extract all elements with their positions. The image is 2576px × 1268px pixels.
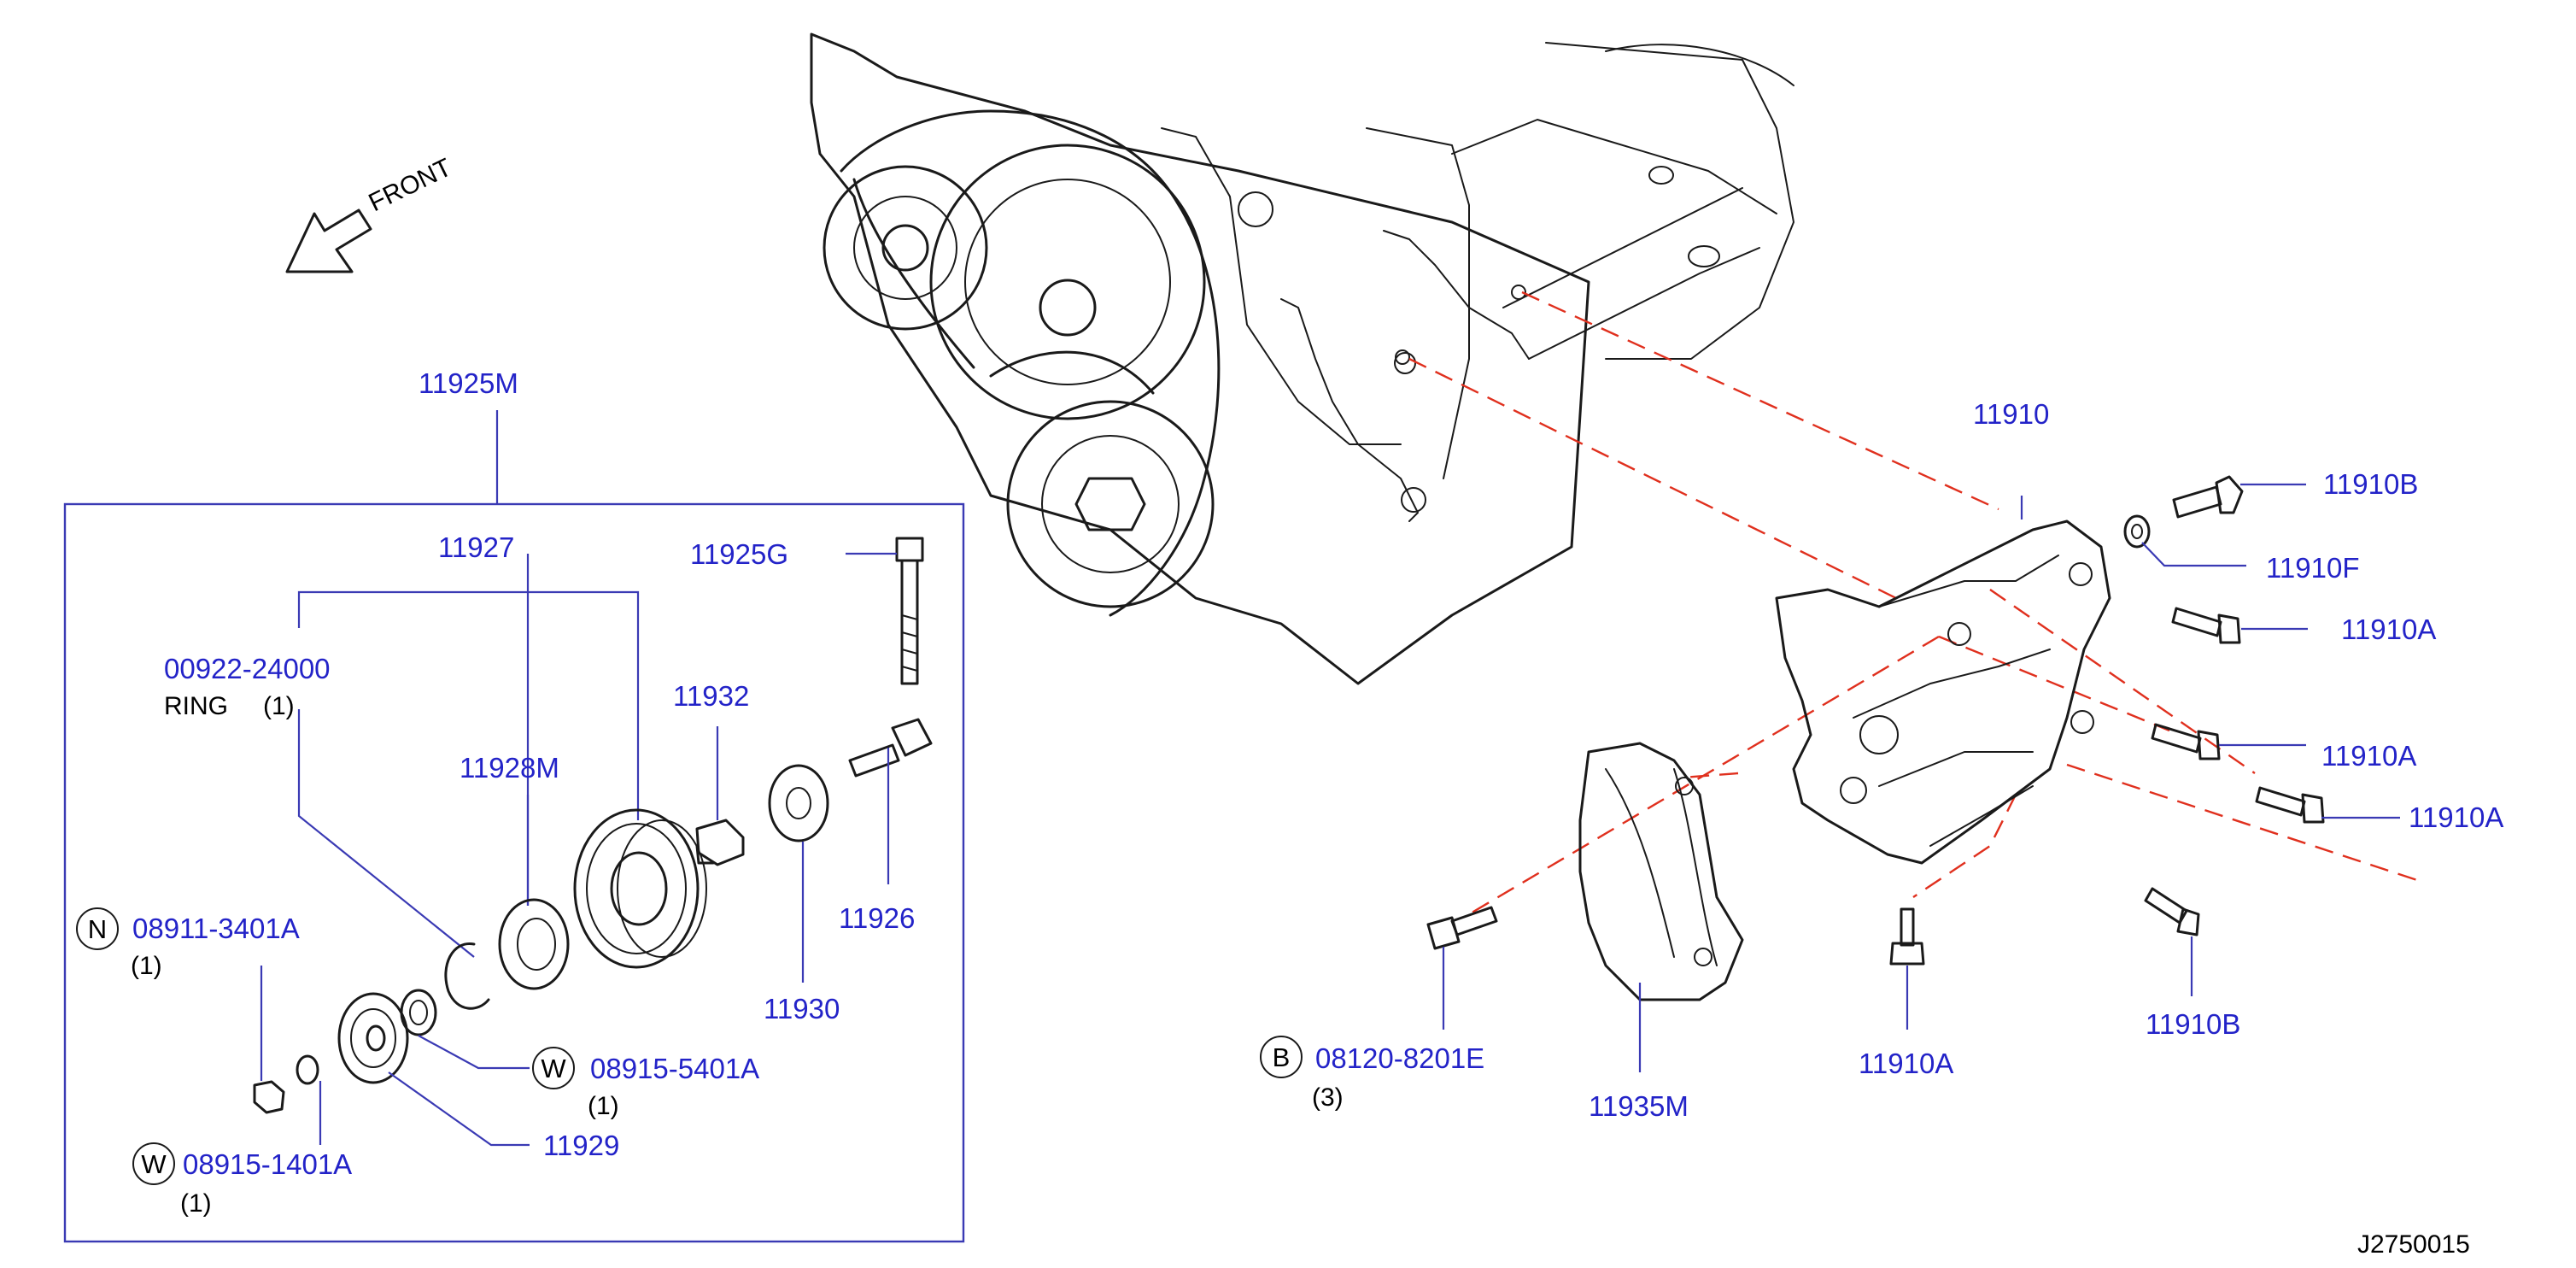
part-label-11930[interactable]: 11930 bbox=[764, 993, 840, 1024]
front-label: FRONT bbox=[365, 153, 456, 217]
washer-08915-5401A-icon bbox=[400, 989, 437, 1036]
part-label-11910A-3[interactable]: 11910A bbox=[2409, 801, 2503, 833]
qty-08915-5401A: (1) bbox=[588, 1092, 619, 1120]
part-label-08911-3401A[interactable]: 08911-3401A bbox=[132, 913, 300, 944]
bolt-08120-icon bbox=[1426, 906, 1498, 950]
part-label-11910B-bottom[interactable]: 11910B bbox=[2146, 1008, 2240, 1040]
part-label-11929[interactable]: 11929 bbox=[543, 1130, 619, 1161]
bolt-11910A-3-icon bbox=[2255, 786, 2325, 824]
front-arrow-icon bbox=[285, 208, 372, 273]
part-label-11927[interactable]: 11927 bbox=[438, 531, 514, 563]
bolt-11910A-bottom-icon bbox=[1889, 907, 1925, 966]
alignment-dashes bbox=[1408, 291, 2418, 916]
part-label-00922-24000[interactable]: 00922-24000 bbox=[164, 653, 331, 684]
nut-08911-3401A-icon bbox=[253, 1080, 285, 1114]
bracket-11935M-illustration bbox=[1578, 742, 1744, 1001]
leader-ring bbox=[297, 709, 475, 958]
bracket-11910-illustration bbox=[1775, 520, 2111, 865]
bolt-11910B-top-icon bbox=[2172, 475, 2244, 519]
qty-08120-8201E: (3) bbox=[1312, 1083, 1344, 1112]
washer-08915-1401A-icon bbox=[296, 1054, 319, 1085]
part-label-11910A-2[interactable]: 11910A bbox=[2321, 740, 2416, 772]
circle-B-icon: B bbox=[1260, 1036, 1303, 1078]
part-label-08915-5401A[interactable]: 08915-5401A bbox=[590, 1053, 759, 1084]
part-label-11910B-top[interactable]: 11910B bbox=[2323, 468, 2418, 500]
part-label-11925G[interactable]: 11925G bbox=[690, 538, 788, 570]
svg-text:B: B bbox=[1273, 1042, 1291, 1072]
bolt-11910A-2-icon bbox=[2151, 723, 2221, 760]
qty-08911-3401A: (1) bbox=[131, 952, 162, 980]
part-label-11910A-bottom[interactable]: 11910A bbox=[1859, 1048, 1953, 1079]
bolt-11926-icon bbox=[848, 718, 933, 778]
circle-W-5401A-icon: W bbox=[532, 1047, 575, 1089]
part-label-11926[interactable]: 11926 bbox=[839, 902, 915, 934]
bolt-11925G-icon bbox=[895, 537, 924, 685]
right-leader-lines bbox=[1442, 483, 2400, 1072]
snap-ring-icon bbox=[444, 942, 490, 1010]
bolt-11910B-bottom-icon bbox=[2144, 887, 2200, 936]
engine-block-illustration bbox=[810, 32, 1794, 685]
qty-08915-1401A: (1) bbox=[180, 1189, 212, 1218]
plate-11930-icon bbox=[768, 764, 829, 842]
circle-N-icon: N bbox=[76, 907, 119, 950]
part-label-11910[interactable]: 11910 bbox=[1973, 398, 2049, 430]
part-label-08915-1401A[interactable]: 08915-1401A bbox=[183, 1148, 352, 1180]
part-label-11910A-1[interactable]: 11910A bbox=[2341, 613, 2436, 645]
part-label-08120-8201E[interactable]: 08120-8201E bbox=[1315, 1042, 1484, 1074]
pulley-11927-icon bbox=[573, 808, 707, 969]
svg-text:W: W bbox=[141, 1149, 167, 1179]
bolt-11910A-1-icon bbox=[2171, 607, 2241, 644]
diagram-id: J2750015 bbox=[2357, 1230, 2470, 1259]
assembly-11925M-box bbox=[63, 502, 965, 1243]
part-label-11932[interactable]: 11932 bbox=[673, 680, 749, 712]
ring-label: RING bbox=[164, 692, 228, 720]
svg-text:W: W bbox=[541, 1054, 566, 1083]
part-label-11910F[interactable]: 11910F bbox=[2266, 552, 2359, 584]
bearing-11928M-icon bbox=[498, 898, 570, 990]
part-label-11925M[interactable]: 11925M bbox=[419, 367, 518, 399]
pulley-11929-icon bbox=[337, 992, 409, 1084]
part-label-11928M[interactable]: 11928M bbox=[460, 752, 559, 784]
box-leader-lines bbox=[260, 552, 897, 1147]
part-label-11935M[interactable]: 11935M bbox=[1589, 1090, 1689, 1122]
svg-text:N: N bbox=[88, 914, 107, 944]
ring-qty: (1) bbox=[263, 692, 295, 720]
washer-11910F-icon bbox=[2123, 514, 2151, 549]
spacer-11932-icon bbox=[695, 819, 745, 866]
leader-11927-bracket bbox=[297, 590, 640, 820]
circle-W-1401A-icon: W bbox=[132, 1142, 175, 1185]
